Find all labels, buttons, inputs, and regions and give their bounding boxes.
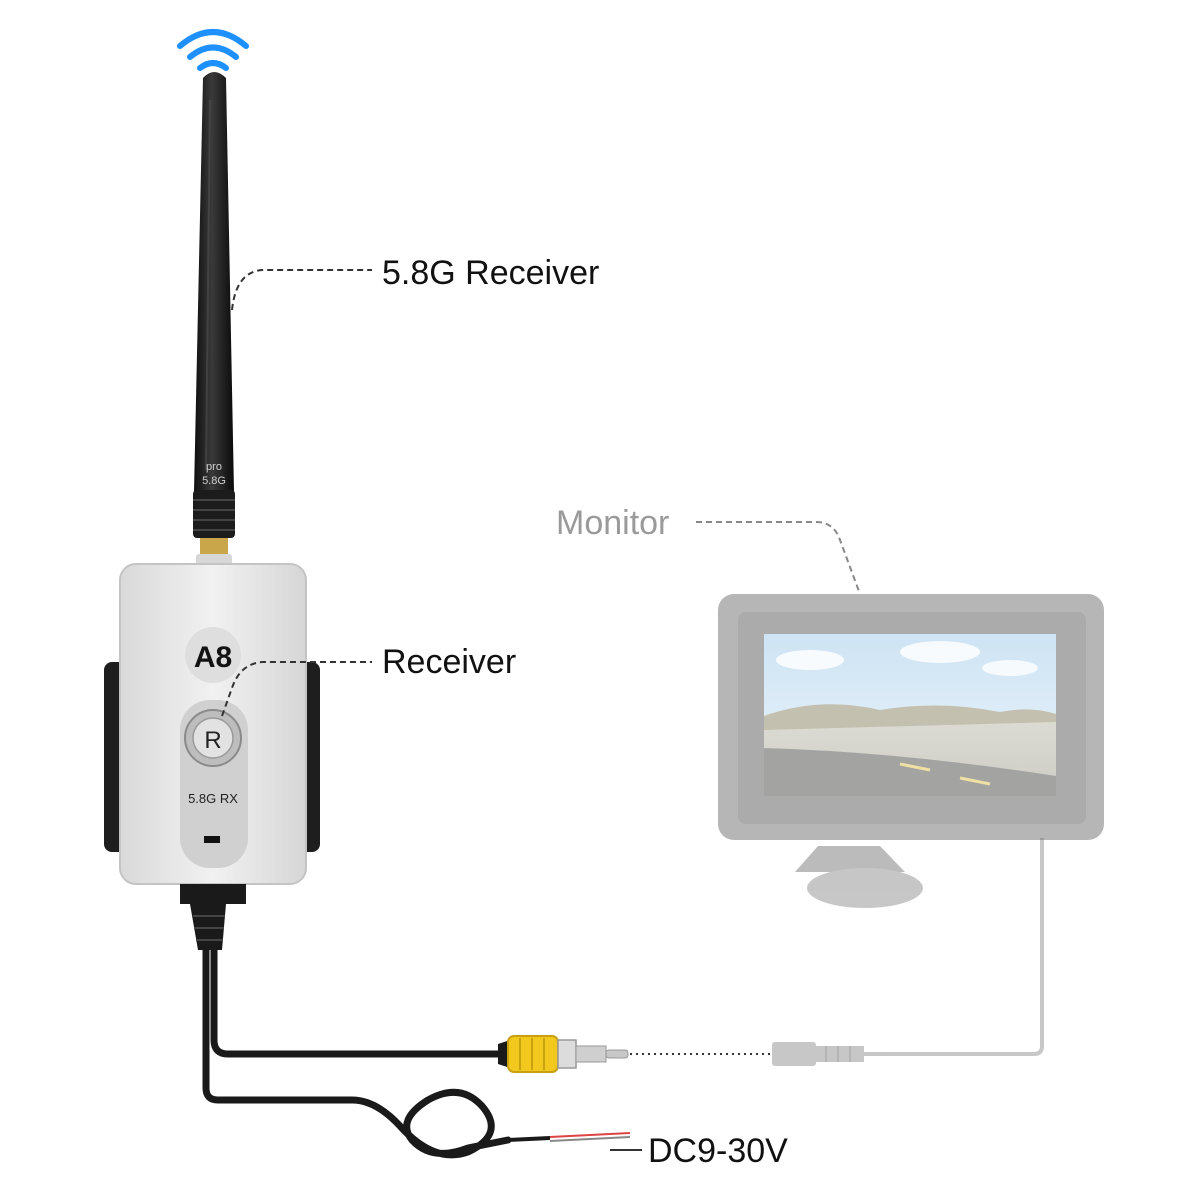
monitor-label: Monitor (556, 504, 669, 542)
antenna-callout-line (231, 269, 372, 311)
power-label: DC9-30V (648, 1132, 788, 1170)
monitor-cable (772, 838, 1044, 1066)
receiver-label: Receiver (382, 643, 516, 681)
antenna-band-text: 5.8G (202, 475, 226, 487)
antenna-label: 5.8G Receiver (382, 254, 599, 292)
monitor (718, 594, 1104, 908)
receiver-cable (180, 884, 631, 1159)
status-led (204, 836, 220, 843)
model-badge-text: A8 (194, 641, 232, 674)
antenna: pro 5.8G (193, 72, 235, 570)
wifi-signal-icon (177, 29, 249, 71)
pair-button-letter: R (204, 727, 221, 754)
model-badge (185, 627, 241, 683)
antenna-brand-text: pro (206, 461, 222, 473)
monitor-callout-line (696, 521, 861, 595)
receiver-callout-line (221, 661, 372, 717)
receiver-unit: A8 R 5.8G RX (119, 563, 307, 885)
band-text: 5.8G RX (188, 791, 238, 806)
rca-video-plug (498, 1035, 629, 1073)
